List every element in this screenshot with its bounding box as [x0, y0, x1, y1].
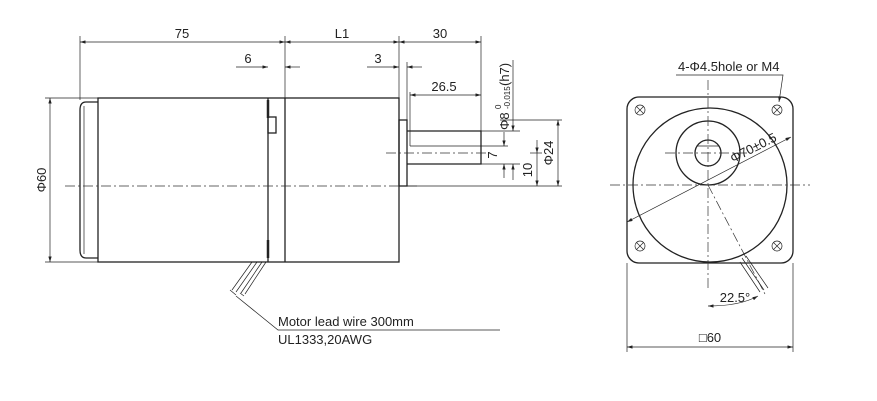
lead-wire-spec: UL1333,20AWG — [278, 332, 372, 347]
dim-phi8: Φ8 — [497, 112, 512, 130]
dim-l1: L1 — [335, 26, 349, 41]
output-shaft — [407, 130, 482, 165]
dim-phi8-tolerance: -0.015 — [503, 86, 512, 109]
dim-7: 7 — [485, 151, 500, 158]
side-view: 75 L1 30 6 3 26.5 Φ60 7 Φ8 0 -0.015 (h7)… — [34, 26, 562, 347]
rear-cap — [79, 101, 98, 259]
dim-75: 75 — [175, 26, 189, 41]
dim-26-5: 26.5 — [431, 79, 456, 94]
hole-label: 4-Φ4.5hole or M4 — [678, 59, 779, 74]
wire-angle: 22.5° — [720, 290, 751, 305]
tab — [267, 116, 277, 134]
pcd-dimension — [626, 136, 792, 223]
mounting-holes — [634, 104, 783, 252]
dim-phi60: Φ60 — [34, 168, 49, 193]
dim-phi8-upper-tolerance: 0 — [494, 104, 503, 109]
front-lead-wire — [739, 255, 769, 293]
dim-10: 10 — [520, 163, 535, 177]
front-view: Φ70±0.5 4-Φ4.5hole or M4 22.5° □60 — [610, 59, 810, 352]
lead-wire — [229, 261, 500, 331]
motor-body — [97, 97, 400, 263]
dim-phi8-fit: (h7) — [497, 63, 512, 86]
dim-phi24: Φ24 — [541, 141, 556, 166]
square-flange — [626, 96, 794, 264]
dim-3: 3 — [374, 51, 381, 66]
square-size: □60 — [699, 330, 721, 345]
dim-6: 6 — [244, 51, 251, 66]
dim-30: 30 — [433, 26, 447, 41]
lead-wire-label: Motor lead wire 300mm — [278, 314, 414, 329]
